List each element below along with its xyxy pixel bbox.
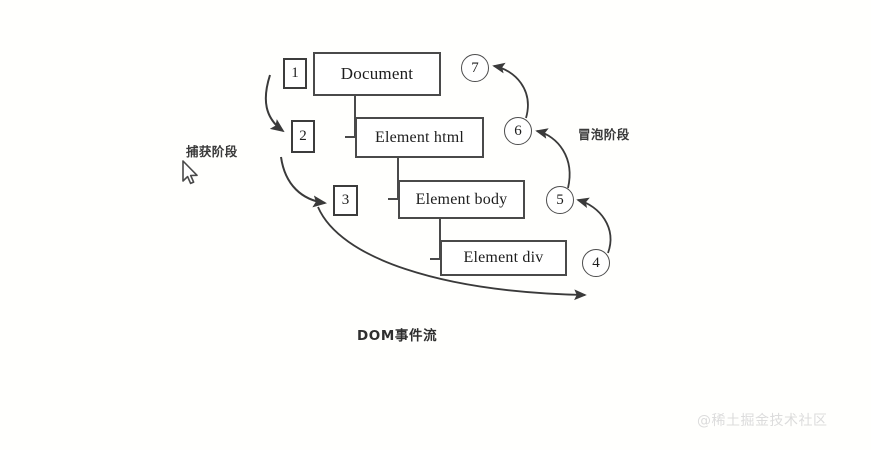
node-element-div-label: Element div (463, 249, 544, 266)
bubble-step-6-label: 6 (514, 122, 522, 139)
node-element-body-label: Element body (415, 190, 508, 208)
capture-step-2-label: 2 (299, 128, 307, 144)
diagram-caption: DOM事件流 (357, 328, 438, 344)
capture-step-1-label: 1 (291, 65, 299, 81)
node-document: Document (313, 52, 441, 96)
node-element-html-label: Element html (374, 128, 465, 146)
bubble-step-4-label: 4 (592, 254, 600, 271)
bubble-step-6: 6 (504, 117, 532, 145)
bubble-arrow-6-to-7 (492, 62, 529, 119)
bubble-step-7: 7 (461, 54, 489, 82)
capture-step-1: 1 (283, 58, 307, 89)
bubble-step-7-label: 7 (471, 59, 479, 76)
node-document-label: Document (340, 64, 414, 83)
capture-phase-label: 捕获阶段 (186, 144, 238, 159)
capture-arrow-1-to-2 (264, 74, 285, 133)
bubble-step-4: 4 (582, 249, 610, 277)
node-element-body: Element body (398, 180, 525, 219)
node-element-html: Element html (355, 117, 484, 158)
bubble-step-5: 5 (546, 186, 574, 214)
watermark: @稀土掘金技术社区 (697, 413, 828, 429)
capture-step-3: 3 (333, 185, 358, 216)
bubble-step-5-label: 5 (556, 191, 564, 208)
node-element-div: Element div (440, 240, 567, 276)
bubble-phase-label: 冒泡阶段 (578, 127, 630, 142)
bubble-arrow-5-to-6 (535, 128, 571, 189)
capture-arrow-2-to-3 (280, 156, 327, 208)
mouse-pointer-icon (182, 160, 198, 185)
capture-step-3-label: 3 (341, 192, 350, 208)
bubble-arrow-4-to-5 (576, 197, 612, 254)
capture-step-2: 2 (291, 120, 315, 153)
capture-sweep-arrow (317, 206, 587, 301)
